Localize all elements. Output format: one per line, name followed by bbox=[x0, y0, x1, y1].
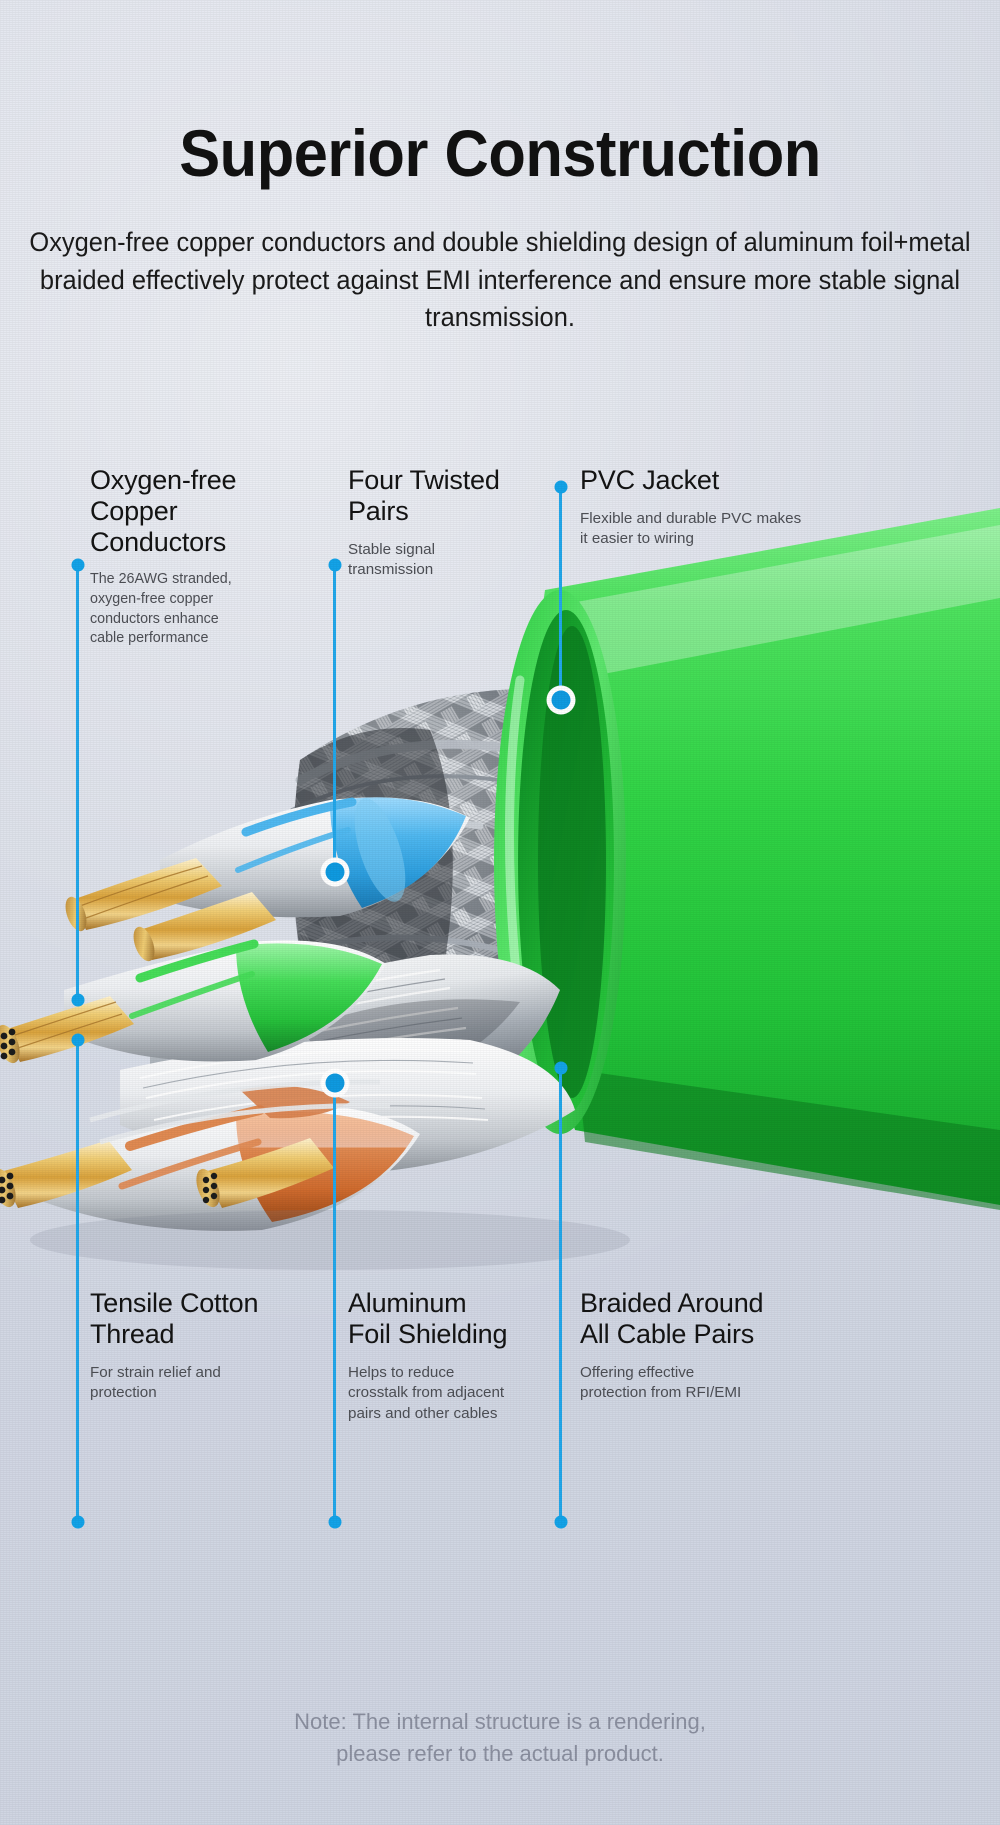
callout-body: For strain relief and protection bbox=[90, 1363, 221, 1402]
callout-oxygen-free-copper-conductors: Oxygen-free Copper Conductors The 26AWG … bbox=[90, 465, 315, 649]
leader-dot-aluminum-foil-shielding bbox=[328, 1515, 341, 1529]
callout-body: Stable signal transmission bbox=[348, 540, 435, 579]
callout-tensile-cotton-thread: Tensile Cotton Thread For strain relief … bbox=[90, 1288, 340, 1404]
callout-pvc-jacket: PVC Jacket Flexible and durable PVC make… bbox=[580, 465, 930, 550]
callout-heading: Oxygen-free Copper Conductors bbox=[90, 465, 237, 557]
leader-endpoint-pvc-jacket bbox=[551, 690, 570, 710]
callout-heading: Four Twisted Pairs bbox=[348, 465, 500, 526]
leader-dot-braided-around bbox=[554, 1515, 567, 1529]
callout-heading: Tensile Cotton Thread bbox=[90, 1288, 259, 1349]
leader-dot-oxygen-free bbox=[71, 558, 84, 572]
leader-dot-tensile-cotton-thread bbox=[71, 1515, 84, 1529]
leader-endpoint-oxygen-free bbox=[71, 993, 84, 1007]
callout-body: Helps to reduce crosstalk from adjacent … bbox=[348, 1363, 505, 1422]
callout-heading: Aluminum Foil Shielding bbox=[348, 1288, 508, 1349]
twisted-pair-green bbox=[0, 939, 386, 1064]
twisted-pair-blue bbox=[65, 797, 470, 962]
callout-four-twisted-pairs: Four Twisted Pairs Stable signal transmi… bbox=[348, 465, 563, 581]
callout-heading: PVC Jacket bbox=[580, 465, 720, 495]
callout-braided-around-all-cable-pairs: Braided Around All Cable Pairs Offering … bbox=[580, 1288, 880, 1404]
callout-body: The 26AWG stranded, oxygen-free copper c… bbox=[90, 571, 232, 647]
callout-body: Flexible and durable PVC makes it easier… bbox=[580, 509, 802, 548]
leader-endpoint-tensile-cotton-thread bbox=[71, 1033, 84, 1047]
leader-dot-pvc-jacket bbox=[554, 480, 567, 494]
leader-dot-four-twisted-pairs bbox=[328, 558, 341, 572]
header-block: Superior Construction Oxygen-free copper… bbox=[0, 120, 1000, 337]
twisted-pair-orange bbox=[0, 1086, 420, 1231]
callout-heading: Braided Around All Cable Pairs bbox=[580, 1288, 764, 1349]
cable-cutaway-illustration bbox=[0, 430, 1000, 1490]
leader-endpoint-braided-around bbox=[554, 1061, 567, 1075]
page-title: Superior Construction bbox=[179, 116, 821, 190]
callout-aluminum-foil-shielding: Aluminum Foil Shielding Helps to reduce … bbox=[348, 1288, 573, 1425]
leader-endpoint-aluminum-foil-shielding bbox=[325, 1073, 344, 1093]
callout-body: Offering effective protection from RFI/E… bbox=[580, 1363, 742, 1402]
footer-note: Note: The internal structure is a render… bbox=[294, 1709, 706, 1766]
page-subtitle: Oxygen-free copper conductors and double… bbox=[29, 227, 971, 333]
pvc-jacket-tube bbox=[494, 508, 1000, 1210]
leader-endpoint-four-twisted-pairs bbox=[325, 862, 344, 882]
